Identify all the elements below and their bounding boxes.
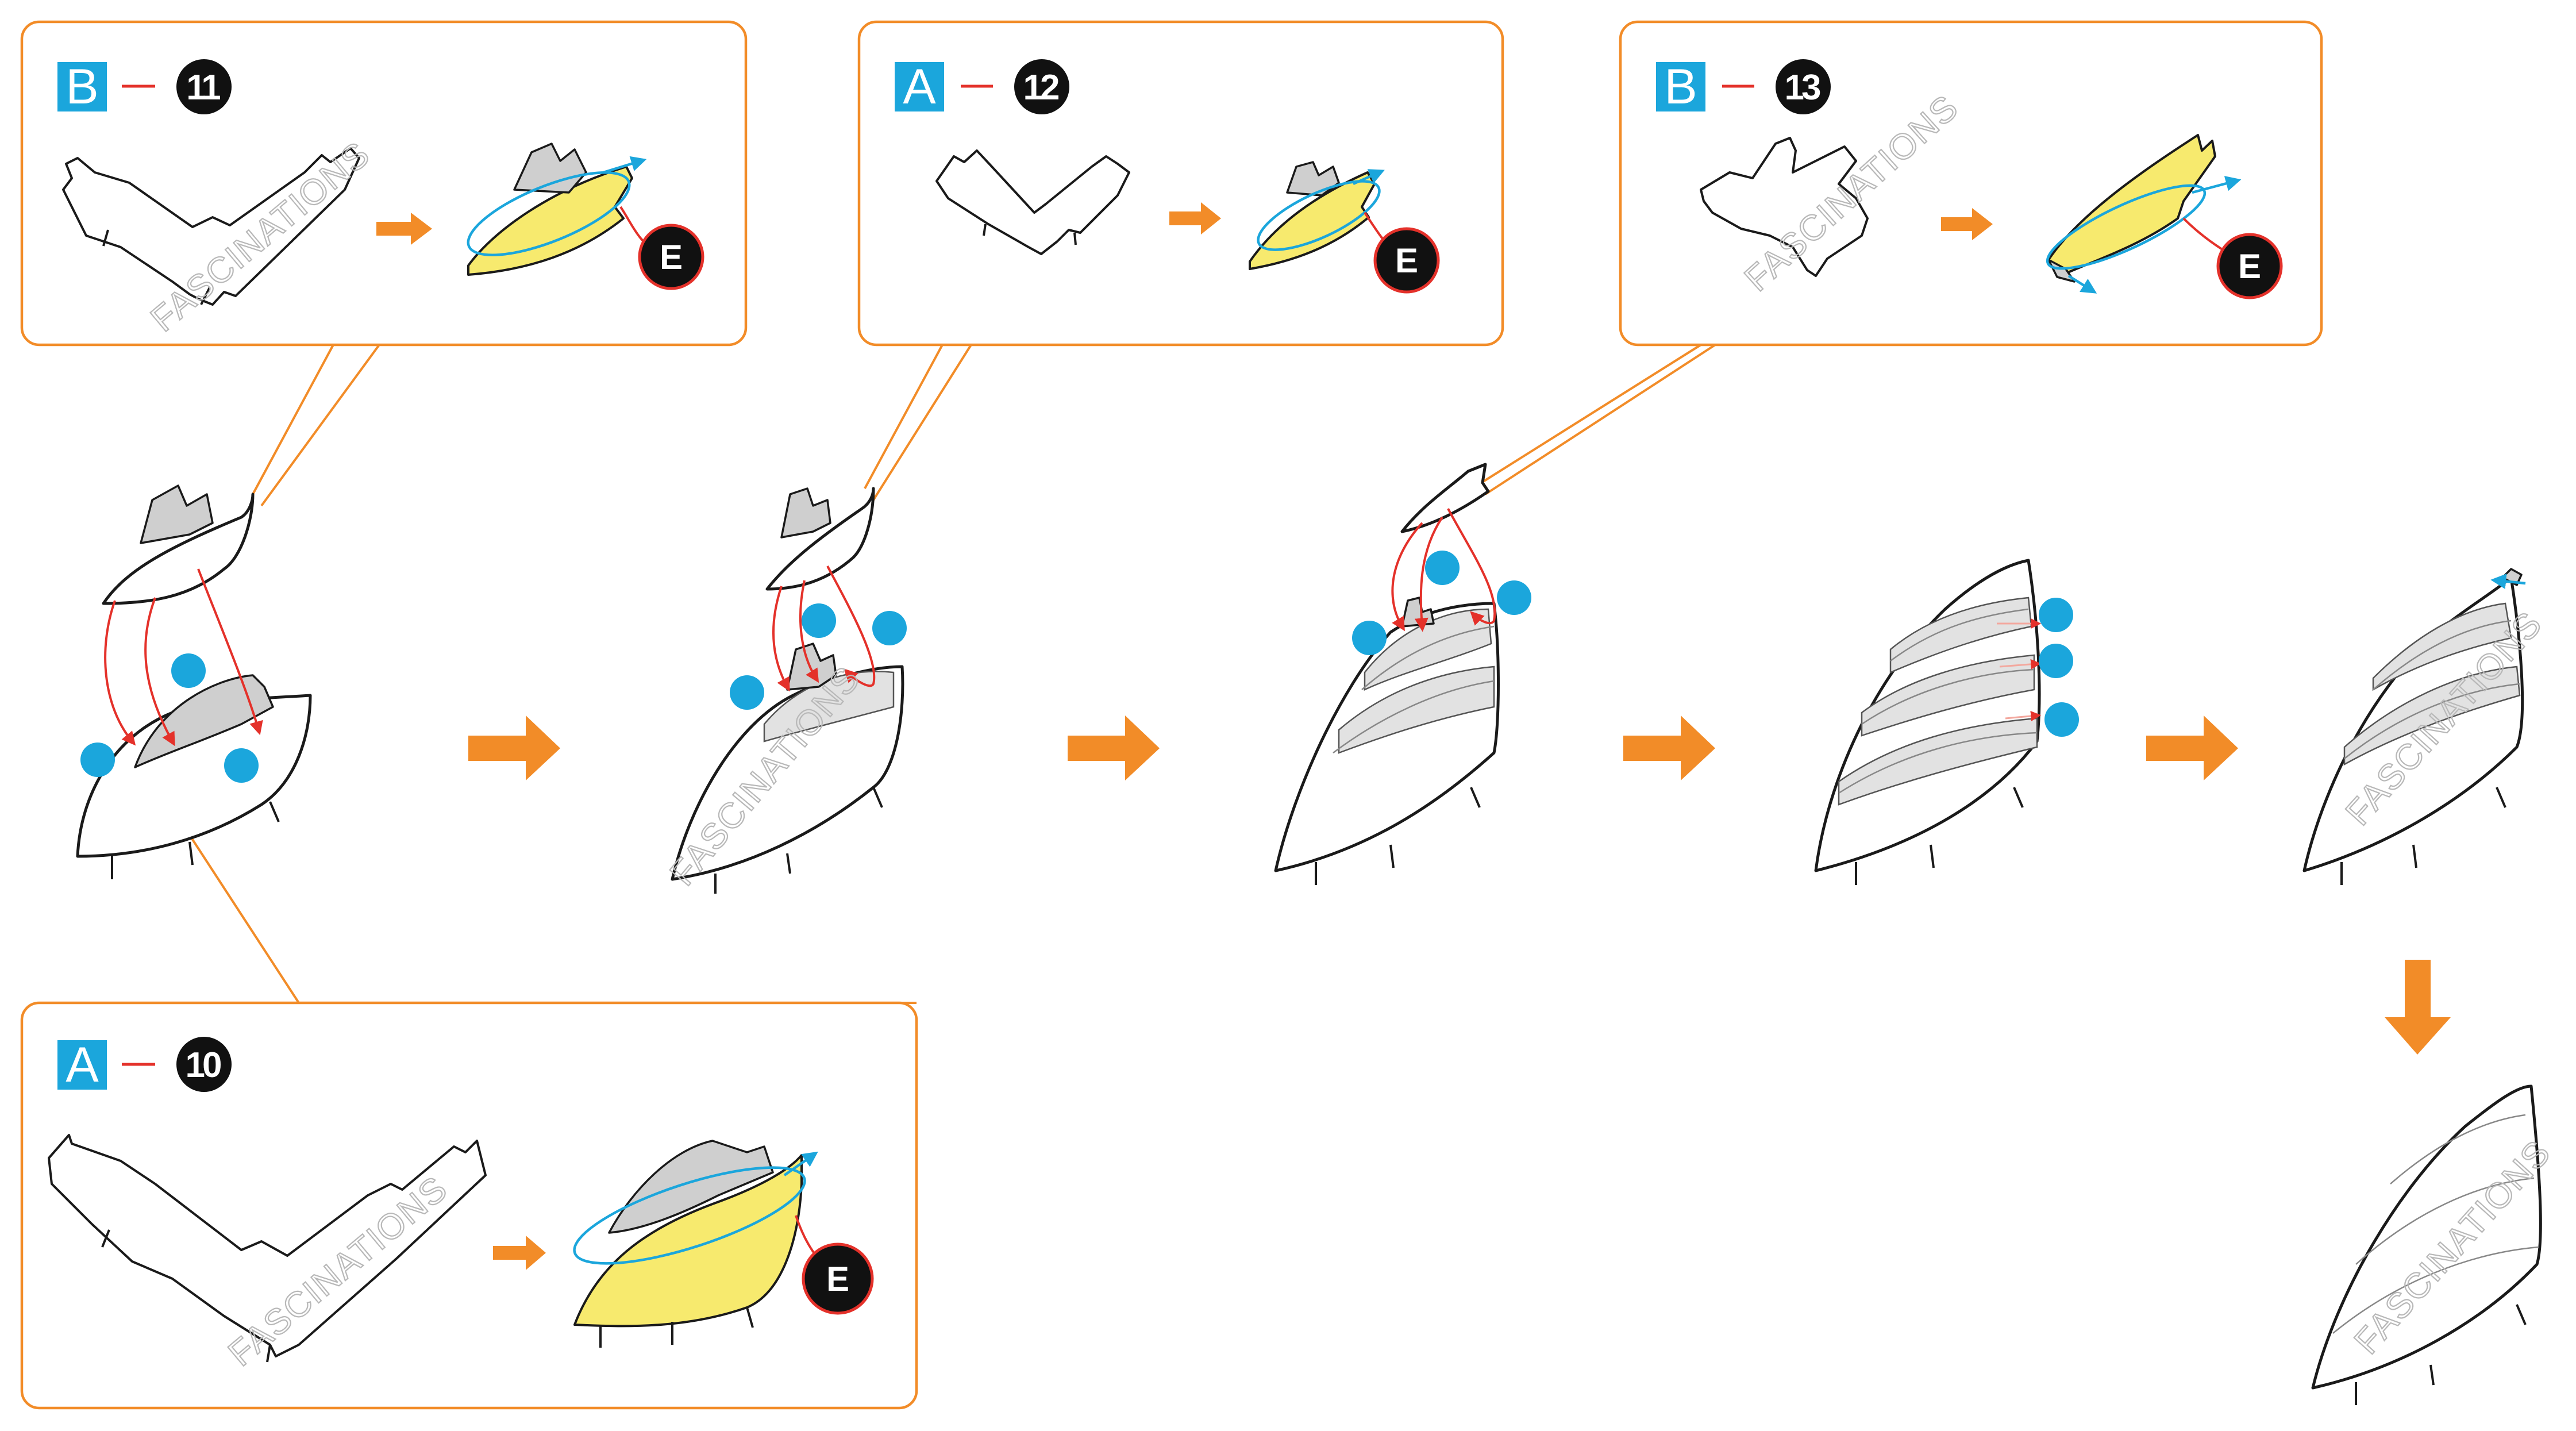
arrow-down-icon — [2385, 960, 2451, 1055]
glue-dot-icon — [872, 611, 907, 645]
glue-dot-icon — [80, 743, 115, 777]
glue-dot-icon — [2039, 644, 2073, 678]
sheet-label: A — [66, 1037, 99, 1093]
arrow-right-icon — [1623, 716, 1715, 780]
sheet-label: B — [66, 59, 98, 114]
glue-dot-icon — [171, 653, 206, 688]
piece-number: 12 — [1023, 68, 1058, 107]
sheet-label: A — [903, 59, 936, 114]
glue-dot-icon — [802, 603, 836, 638]
step-panel-a12: A 12 E — [859, 22, 1503, 345]
assembly-figure-1 — [78, 486, 310, 879]
step-panel-b11: B 11 FASCINATIONS E — [22, 22, 746, 345]
glue-dot-icon — [2044, 702, 2079, 737]
glue-dot-icon — [1352, 621, 1387, 655]
assembly-figure-3 — [1276, 464, 1531, 885]
arrow-right-icon — [2146, 716, 2238, 780]
step-panel-a10: A 10 FASCINATIONS E — [22, 1003, 917, 1408]
assembly-figure-final: FASCINATIONS — [2313, 1086, 2559, 1405]
arrow-right-icon — [1068, 716, 1160, 780]
svg-text:E: E — [1395, 241, 1418, 280]
sheet-label: B — [1664, 59, 1697, 114]
glue-dot-icon — [1497, 580, 1531, 615]
assembly-figure-2: FASCINATIONS — [663, 488, 907, 894]
arrow-right-icon — [468, 716, 560, 780]
glue-badge-icon: E — [2218, 234, 2281, 298]
svg-text:E: E — [2238, 247, 2261, 286]
glue-badge-icon: E — [803, 1244, 872, 1313]
step-panel-b13: B 13 FASCINATIONS E — [1620, 22, 2321, 345]
piece-number: 11 — [186, 68, 220, 107]
assembly-figure-5: FASCINATIONS — [2304, 569, 2550, 885]
svg-text:E: E — [660, 238, 683, 276]
piece-number: 10 — [186, 1045, 221, 1085]
glue-badge-icon: E — [640, 225, 703, 288]
piece-number: 13 — [1785, 68, 1820, 107]
glue-dot-icon — [224, 748, 259, 783]
glue-dot-icon — [1425, 551, 1460, 585]
glue-badge-icon: E — [1375, 229, 1438, 292]
svg-text:E: E — [826, 1260, 849, 1298]
glue-dot-icon — [2039, 598, 2073, 632]
glue-dot-icon — [730, 675, 764, 710]
assembly-figure-4 — [1816, 560, 2079, 885]
